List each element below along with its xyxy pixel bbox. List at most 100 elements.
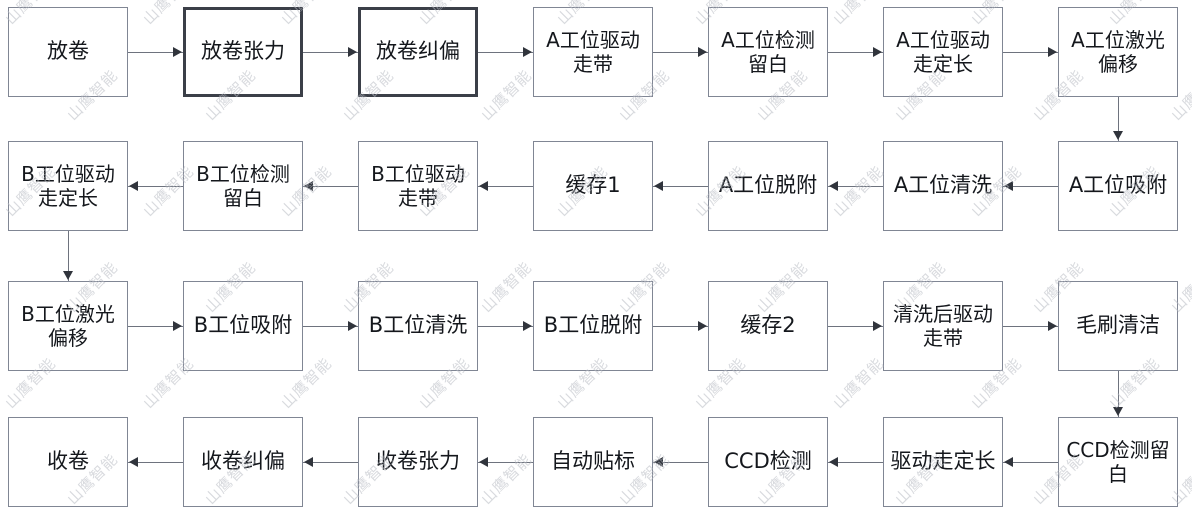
- process-node-n5[interactable]: A工位检测留白: [708, 7, 828, 97]
- connector-line-h: [1003, 462, 1058, 463]
- arrowhead-right-icon: [698, 321, 707, 331]
- process-node-label: 放卷: [47, 39, 89, 64]
- arrowhead-right-icon: [173, 47, 182, 57]
- process-node-label: A工位激光偏移: [1071, 27, 1165, 76]
- connector-line-h: [128, 52, 183, 53]
- process-node-n13[interactable]: B工位检测留白: [183, 141, 303, 231]
- process-node-n20[interactable]: 清洗后驱动走带: [883, 281, 1003, 371]
- process-node-label: 收卷: [47, 449, 89, 474]
- arrowhead-left-icon: [1004, 457, 1013, 467]
- connector-line-h: [128, 326, 183, 327]
- connector-line-h: [653, 186, 708, 187]
- arrowhead-down-icon: [1113, 131, 1123, 140]
- process-node-label: CCD检测留白: [1066, 437, 1170, 486]
- arrowhead-right-icon: [348, 321, 357, 331]
- arrowhead-right-icon: [873, 321, 882, 331]
- process-node-n2[interactable]: 放卷张力: [183, 7, 303, 97]
- process-node-n27[interactable]: 收卷纠偏: [183, 417, 303, 507]
- process-node-n14[interactable]: B工位驱动走定长: [8, 141, 128, 231]
- arrowhead-left-icon: [479, 457, 488, 467]
- connector-line-h: [303, 52, 358, 53]
- arrowhead-left-icon: [129, 181, 138, 191]
- connector-line-h: [1003, 186, 1058, 187]
- process-node-n7[interactable]: A工位激光偏移: [1058, 7, 1178, 97]
- arrowhead-left-icon: [654, 181, 663, 191]
- process-node-label: 清洗后驱动走带: [893, 301, 993, 350]
- arrowhead-right-icon: [873, 47, 882, 57]
- arrowhead-left-icon: [304, 181, 313, 191]
- process-node-n17[interactable]: B工位清洗: [358, 281, 478, 371]
- process-node-label: B工位驱动走定长: [21, 161, 115, 210]
- connector-line-h: [653, 462, 708, 463]
- connector-line-h: [128, 186, 183, 187]
- connector-line-v: [68, 231, 69, 281]
- arrowhead-right-icon: [173, 321, 182, 331]
- process-node-n9[interactable]: A工位清洗: [883, 141, 1003, 231]
- process-node-n26[interactable]: 收卷张力: [358, 417, 478, 507]
- process-node-label: 放卷张力: [201, 39, 285, 64]
- arrowhead-left-icon: [1004, 181, 1013, 191]
- arrowhead-right-icon: [1048, 47, 1057, 57]
- process-node-n22[interactable]: CCD检测留白: [1058, 417, 1178, 507]
- process-node-label: 自动贴标: [551, 449, 635, 474]
- process-node-n23[interactable]: 驱动走定长: [883, 417, 1003, 507]
- connector-line-v: [1118, 371, 1119, 417]
- connector-line-h: [478, 52, 533, 53]
- process-node-n6[interactable]: A工位驱动走定长: [883, 7, 1003, 97]
- process-node-label: A工位清洗: [893, 173, 993, 198]
- process-node-label: 放卷纠偏: [376, 39, 460, 64]
- connector-line-h: [478, 462, 533, 463]
- process-node-n16[interactable]: B工位吸附: [183, 281, 303, 371]
- process-node-n4[interactable]: A工位驱动走带: [533, 7, 653, 97]
- arrowhead-down-icon: [1113, 407, 1123, 416]
- process-node-label: A工位脱附: [718, 173, 818, 198]
- connector-line-h: [653, 52, 708, 53]
- arrowhead-right-icon: [523, 321, 532, 331]
- process-node-n24[interactable]: CCD检测: [708, 417, 828, 507]
- arrowhead-left-icon: [479, 181, 488, 191]
- arrowhead-left-icon: [829, 457, 838, 467]
- process-node-n11[interactable]: 缓存1: [533, 141, 653, 231]
- process-node-label: 毛刷清洁: [1076, 313, 1160, 338]
- process-node-label: B工位激光偏移: [21, 301, 115, 350]
- process-node-n19[interactable]: 缓存2: [708, 281, 828, 371]
- connector-line-h: [128, 462, 183, 463]
- process-node-n25[interactable]: 自动贴标: [533, 417, 653, 507]
- connector-line-h: [478, 326, 533, 327]
- process-node-label: 收卷张力: [376, 449, 460, 474]
- connector-line-h: [303, 186, 358, 187]
- process-node-label: B工位脱附: [543, 313, 643, 338]
- connector-line-h: [828, 186, 883, 187]
- process-node-n28[interactable]: 收卷: [8, 417, 128, 507]
- process-node-label: 驱动走定长: [890, 449, 996, 474]
- process-node-label: B工位驱动走带: [371, 161, 465, 210]
- process-node-label: 缓存2: [740, 313, 796, 338]
- connector-line-h: [828, 326, 883, 327]
- connector-line-h: [828, 462, 883, 463]
- arrowhead-down-icon: [63, 271, 73, 280]
- process-node-n12[interactable]: B工位驱动走带: [358, 141, 478, 231]
- arrowhead-left-icon: [304, 457, 313, 467]
- process-node-label: A工位驱动走定长: [896, 27, 990, 76]
- arrowhead-right-icon: [523, 47, 532, 57]
- arrowhead-right-icon: [1048, 321, 1057, 331]
- connector-line-v: [1118, 97, 1119, 141]
- process-node-label: A工位检测留白: [721, 27, 815, 76]
- connector-line-h: [303, 462, 358, 463]
- process-node-label: A工位吸附: [1068, 173, 1168, 198]
- process-node-label: 收卷纠偏: [201, 449, 285, 474]
- process-node-n18[interactable]: B工位脱附: [533, 281, 653, 371]
- process-node-n3[interactable]: 放卷纠偏: [358, 7, 478, 97]
- process-node-n15[interactable]: B工位激光偏移: [8, 281, 128, 371]
- process-node-label: B工位检测留白: [196, 161, 290, 210]
- process-node-n1[interactable]: 放卷: [8, 7, 128, 97]
- connector-line-h: [828, 52, 883, 53]
- connector-line-h: [478, 186, 533, 187]
- process-node-n21[interactable]: 毛刷清洁: [1058, 281, 1178, 371]
- process-node-n10[interactable]: A工位脱附: [708, 141, 828, 231]
- arrowhead-right-icon: [348, 47, 357, 57]
- process-node-label: 缓存1: [565, 173, 621, 198]
- process-node-n8[interactable]: A工位吸附: [1058, 141, 1178, 231]
- arrowhead-left-icon: [829, 181, 838, 191]
